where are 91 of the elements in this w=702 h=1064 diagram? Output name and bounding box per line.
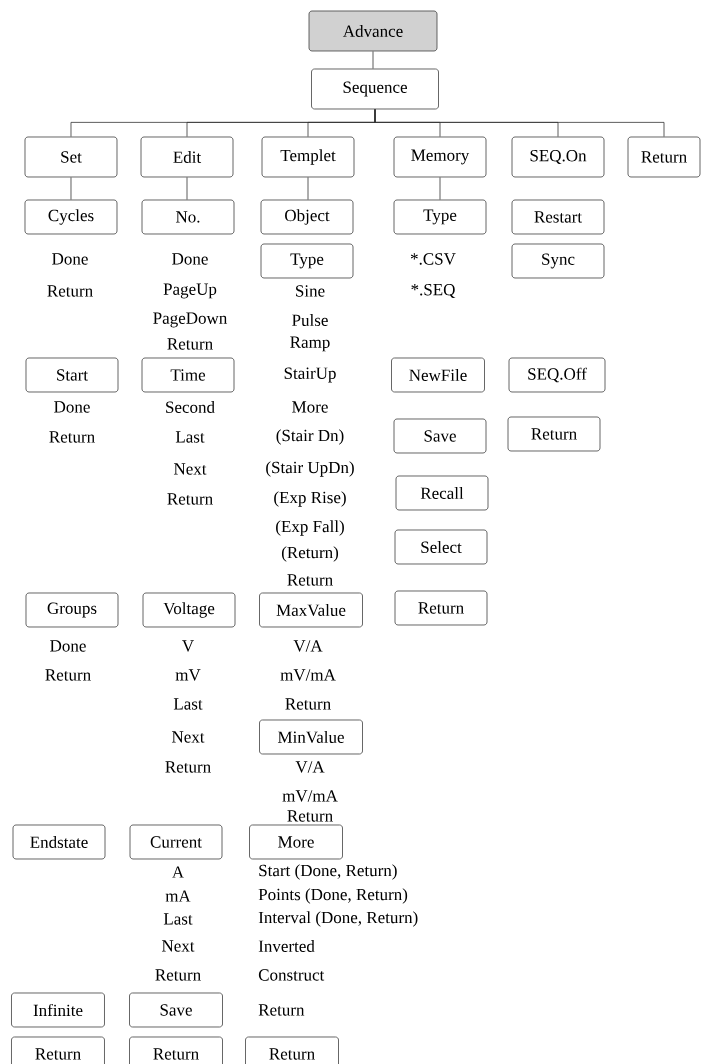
- connector-line: [372, 51, 374, 69]
- menu-option: Return: [287, 810, 333, 822]
- menu-box: MinValue: [259, 719, 363, 755]
- menu-box: Return: [245, 1036, 339, 1064]
- menu-box: Recall: [395, 475, 489, 511]
- menu-box: Cycles: [24, 199, 118, 235]
- menu-box: Voltage: [142, 592, 236, 628]
- menu-option: Start (Done, Return): [259, 864, 397, 880]
- menu-box: Infinite: [11, 992, 105, 1028]
- menu-option: mV/mA: [282, 790, 338, 802]
- menu-box: Type: [393, 199, 487, 235]
- menu-option: V: [182, 640, 194, 652]
- menu-box: Groups: [25, 592, 119, 628]
- menu-box: Set: [24, 136, 118, 178]
- menu-option: *.CSV: [410, 253, 456, 265]
- menu-option: Next: [173, 463, 207, 475]
- menu-option: Return: [285, 698, 331, 710]
- menu-box: Return: [394, 590, 488, 626]
- menu-option: Construct: [258, 969, 325, 981]
- menu-option: Return: [258, 1004, 305, 1016]
- menu-option: (Return): [281, 546, 339, 562]
- menu-option: Return: [49, 431, 95, 443]
- menu-option: Next: [161, 940, 195, 952]
- menu-box: Current: [129, 824, 223, 860]
- menu-option: Return: [155, 969, 201, 981]
- menu-box: Object: [260, 199, 354, 235]
- menu-option: (Exp Fall): [276, 520, 344, 536]
- menu-option: (Stair UpDn): [266, 461, 354, 477]
- menu-option: (Exp Rise): [274, 491, 346, 507]
- menu-box: Endstate: [12, 824, 106, 860]
- menu-box: Return: [129, 1036, 223, 1064]
- menu-option: mA: [165, 890, 191, 902]
- menu-option: StairUp: [284, 367, 336, 383]
- menu-box: Save: [393, 418, 487, 454]
- menu-option: mV/mA: [280, 669, 336, 681]
- menu-option: Return: [45, 669, 91, 681]
- menu-option: Next: [171, 731, 205, 743]
- menu-box: Advance: [308, 10, 438, 52]
- menu-option: Second: [166, 401, 215, 413]
- menu-box: Return: [507, 416, 601, 452]
- menu-option: Pulse: [292, 314, 328, 326]
- menu-box: Return: [627, 136, 701, 178]
- menu-option: (Stair Dn): [276, 429, 344, 445]
- menu-option: Done: [54, 401, 90, 413]
- menu-option: A: [172, 866, 184, 878]
- menu-box: Memory: [393, 136, 487, 178]
- menu-box: SEQ.Off: [508, 357, 606, 393]
- menu-option: Interval (Done, Return): [258, 911, 418, 927]
- menu-option: PageUp: [163, 283, 217, 299]
- menu-option: Last: [163, 913, 193, 925]
- menu-option: More: [292, 401, 328, 413]
- menu-option: Done: [52, 253, 88, 265]
- menu-box: Sync: [511, 243, 605, 279]
- menu-option: Ramp: [290, 336, 330, 352]
- menu-option: V/A: [293, 640, 323, 652]
- menu-option: Return: [47, 285, 93, 297]
- menu-option: Points (Done, Return): [258, 888, 408, 904]
- menu-option: Last: [173, 698, 203, 710]
- menu-box: Templet: [261, 136, 355, 178]
- menu-option: Inverted: [258, 940, 315, 952]
- menu-option: Last: [175, 431, 205, 443]
- menu-box: NewFile: [391, 357, 485, 393]
- menu-option: Return: [167, 493, 213, 505]
- menu-option: *.SEQ: [411, 284, 456, 298]
- connector-line: [186, 177, 188, 200]
- menu-box: MaxValue: [259, 592, 363, 628]
- menu-box: Sequence: [311, 68, 439, 110]
- menu-box: Return: [11, 1036, 105, 1064]
- menu-box: SEQ.On: [511, 136, 605, 178]
- connector-line: [439, 177, 441, 200]
- menu-box: Restart: [511, 199, 605, 235]
- menu-option: V/A: [295, 761, 325, 773]
- menu-option: Return: [167, 338, 213, 350]
- menu-box: More: [249, 824, 343, 860]
- menu-option: Return: [287, 574, 333, 586]
- menu-box: No.: [141, 199, 235, 235]
- menu-box: Select: [394, 529, 488, 565]
- menu-option: Return: [165, 761, 211, 773]
- menu-box: Time: [141, 357, 235, 393]
- menu-box: Edit: [140, 136, 234, 178]
- menu-box: Type: [260, 243, 354, 279]
- connector-line: [374, 109, 665, 137]
- connector-line: [307, 177, 309, 200]
- menu-option: Done: [172, 253, 208, 265]
- menu-option: PageDown: [153, 312, 228, 328]
- menu-box: Save: [129, 992, 223, 1028]
- menu-box: Start: [25, 357, 119, 393]
- connector-line: [70, 177, 72, 200]
- menu-option: Sine: [296, 285, 325, 297]
- menu-option: Done: [50, 640, 86, 652]
- menu-option: mV: [175, 669, 201, 681]
